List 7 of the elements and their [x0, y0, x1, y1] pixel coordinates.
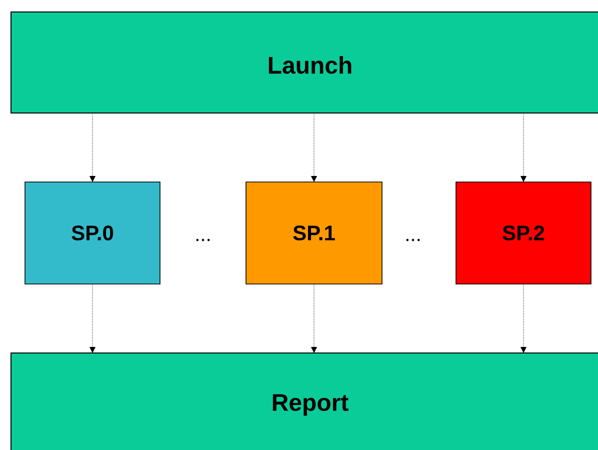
banner-box: Report — [10, 352, 598, 450]
ellipsis-label: ... — [406, 238, 420, 242]
process-box: SP.2 — [456, 182, 592, 284]
process-box: SP.0 — [24, 182, 160, 284]
ellipsis-label: ... — [196, 238, 210, 242]
banner-box: Launch — [10, 12, 598, 114]
process-box: SP.1 — [246, 182, 382, 284]
